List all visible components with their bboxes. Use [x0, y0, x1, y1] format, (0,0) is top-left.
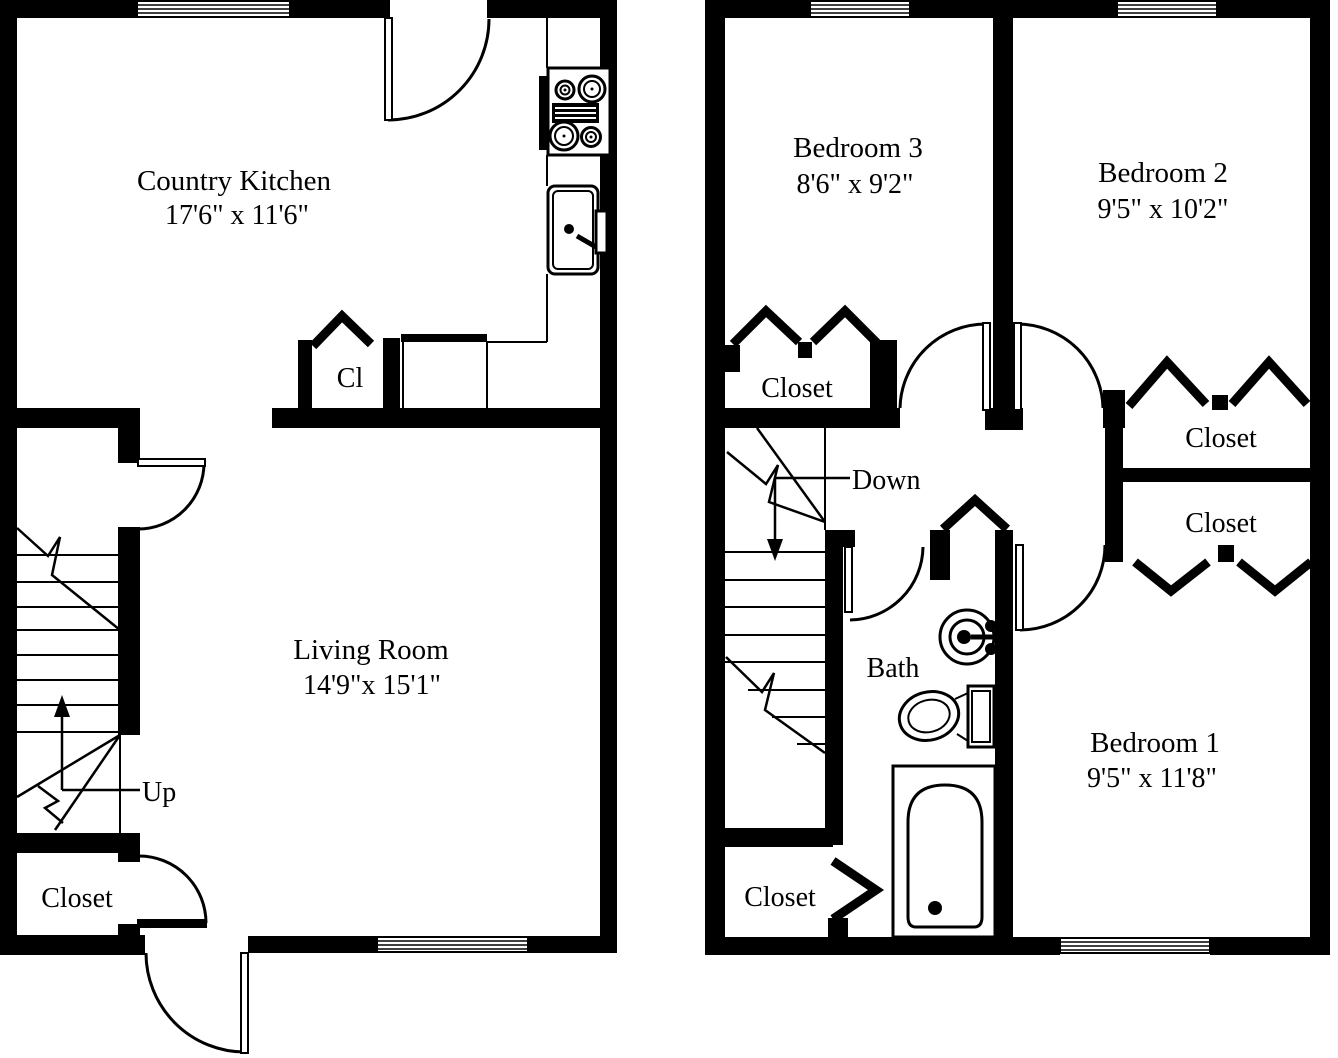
bedroom1-dims-label: 9'5" x 11'8" [1087, 763, 1217, 794]
bathroom-sink [938, 608, 997, 666]
stove [539, 66, 612, 157]
bedroom1-closet-bifold-door [1132, 558, 1314, 597]
bedroom3-dims-label: 8'6" x 9'2" [797, 169, 914, 200]
doors-second-floor [729, 304, 1314, 923]
kitchen-counter [402, 18, 548, 408]
walls-second-floor [705, 0, 1330, 955]
stairs-up-label: Up [142, 777, 176, 808]
kitchen-entry-door [384, 17, 491, 122]
up-arrow [54, 695, 140, 792]
bedroom2-door [1013, 322, 1105, 411]
front-entry-door [144, 952, 249, 1054]
bedroom1-closet-label: Closet [1185, 508, 1257, 539]
doors-first-floor [137, 17, 491, 1054]
second-floor-plan: Bedroom 3 8'6" x 9'2" Bedroom 2 9'5" x 1… [705, 0, 1330, 955]
stair-break-line [16, 527, 121, 631]
kitchen-closet-label: Cl [337, 363, 364, 394]
bedroom3-closet-label: Closet [761, 373, 833, 404]
bedroom3-door [898, 322, 991, 411]
window-kitchen-top [136, 0, 291, 18]
bedroom2-name-label: Bedroom 2 [1098, 157, 1228, 189]
bedroom3-closet-bifold-door [729, 304, 881, 348]
window-bedroom2 [1116, 0, 1218, 18]
living-room-dims-label: 14'9"x 15'1" [303, 670, 441, 701]
walls-first-floor [0, 0, 617, 955]
kitchen-name-label: Country Kitchen [137, 165, 332, 197]
window-bedroom1 [1059, 937, 1211, 954]
kitchen-sink [546, 184, 609, 276]
entry-closet-label: Closet [41, 883, 113, 914]
kitchen-closet-bifold-door [309, 309, 375, 350]
bedroom3-name-label: Bedroom 3 [793, 132, 923, 164]
kitchen-dims-label: 17'6" x 11'6" [165, 200, 309, 231]
bathtub [891, 764, 997, 939]
bedroom1-name-label: Bedroom 1 [1090, 727, 1220, 759]
stairs-up [16, 527, 140, 833]
bedroom2-closet-label: Closet [1185, 423, 1257, 454]
first-floor-plan: Country Kitchen 17'6" x 11'6" Cl Living … [0, 0, 617, 1054]
bath-door [844, 546, 925, 622]
stair-hall-door [137, 458, 206, 531]
stair-closet-door [830, 857, 885, 923]
down-arrow [767, 476, 850, 561]
bedroom2-closet-bifold-door [1125, 355, 1311, 409]
living-room-name-label: Living Room [293, 634, 449, 666]
stair-break-line [725, 656, 826, 755]
entry-closet-door [138, 854, 208, 924]
stairs-down-label: Down [852, 465, 920, 496]
stair-closet-label: Closet [744, 882, 816, 913]
stairs-down [725, 427, 850, 755]
bedroom1-door [1015, 544, 1107, 632]
bedroom2-dims-label: 9'5" x 10'2" [1098, 194, 1229, 225]
hall-linen-closet-door [939, 493, 1011, 533]
window-bedroom3 [809, 0, 911, 18]
bath-label: Bath [867, 653, 920, 684]
toilet [897, 684, 996, 749]
window-living-room [376, 936, 529, 953]
